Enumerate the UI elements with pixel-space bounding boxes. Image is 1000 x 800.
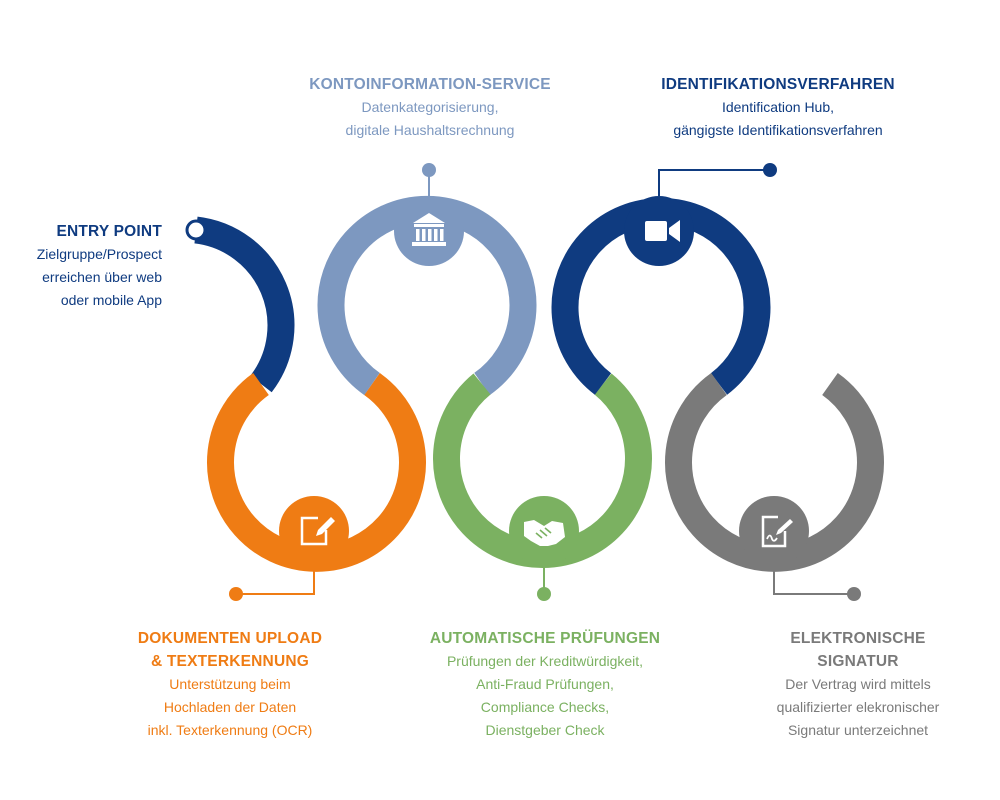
dokumenten-upload-line: inkl. Texterkennung (OCR) [147, 722, 313, 738]
video-camera-icon [624, 196, 694, 266]
identifikation-block: IDENTIFIKATIONSVERFAHREN Identification … [618, 73, 938, 142]
connector-sig [773, 562, 854, 595]
automatische-pruefungen-line: Compliance Checks, [480, 699, 610, 715]
kontoinformation-block: KONTOINFORMATION-SERVICE Datenkategorisi… [270, 73, 590, 142]
entry-point-line: erreichen über web [42, 269, 162, 285]
signature-document-icon [739, 496, 809, 566]
kontoinformation-line: Datenkategorisierung, [361, 99, 499, 115]
identifikation-line: gängigste Identifikationsverfahren [673, 122, 883, 138]
identifikation-line: Identification Hub, [721, 99, 835, 115]
connector-dot-auto [537, 587, 551, 601]
connector-dot-konto [422, 163, 436, 177]
elektronische-signatur-block: ELEKTRONISCHE SIGNATUR Der Vertrag wird … [718, 627, 998, 742]
dokumenten-upload-line: Hochladen der Daten [163, 699, 297, 715]
identifikation-title: IDENTIFIKATIONSVERFAHREN [661, 76, 895, 93]
kontoinformation-line: digitale Haushaltsrechnung [345, 122, 515, 138]
handshake-icon [509, 496, 579, 566]
automatische-pruefungen-title: AUTOMATISCHE PRÜFUNGEN [429, 630, 661, 647]
entry-point-line: oder mobile App [60, 292, 162, 308]
connector-ident [658, 169, 770, 196]
elektronische-signatur-title: SIGNATUR [817, 653, 899, 670]
entry-start-dot [185, 219, 207, 241]
elektronische-signatur-title: ELEKTRONISCHE [790, 630, 926, 647]
entry-point-block: ENTRY POINT Zielgruppe/Prospect erreiche… [0, 220, 162, 312]
dokumenten-upload-title: & TEXTERKENNUNG [150, 653, 309, 670]
automatische-pruefungen-line: Dienstgeber Check [485, 722, 605, 738]
dokumenten-upload-line: Unterstützung beim [169, 676, 291, 692]
dokumenten-upload-title: DOKUMENTEN UPLOAD [137, 630, 323, 647]
connector-dot-sig [847, 587, 861, 601]
elektronische-signatur-line: Signatur unterzeichnet [787, 722, 929, 738]
elektronische-signatur-line: qualifizierter elekronischer [776, 699, 940, 715]
automatische-pruefungen-line: Anti-Fraud Prüfungen, [476, 676, 614, 692]
connector-dot-dok [229, 587, 243, 601]
kontoinformation-title: KONTOINFORMATION-SERVICE [309, 76, 551, 93]
automatische-pruefungen-block: AUTOMATISCHE PRÜFUNGEN Prüfungen der Kre… [390, 627, 700, 742]
entry-point-title: ENTRY POINT [56, 223, 162, 240]
elektronische-signatur-line: Der Vertrag wird mittels [785, 676, 931, 692]
edit-document-icon [279, 496, 349, 566]
connector-dok [236, 560, 315, 595]
dokumenten-upload-block: DOKUMENTEN UPLOAD & TEXTERKENNUNG Unters… [95, 627, 365, 742]
flow-path-entry [194, 216, 295, 393]
connector-dot-ident [763, 163, 777, 177]
bank-icon [394, 196, 464, 266]
automatische-pruefungen-line: Prüfungen der Kreditwürdigkeit, [446, 653, 644, 669]
entry-point-line: Zielgruppe/Prospect [36, 246, 162, 262]
